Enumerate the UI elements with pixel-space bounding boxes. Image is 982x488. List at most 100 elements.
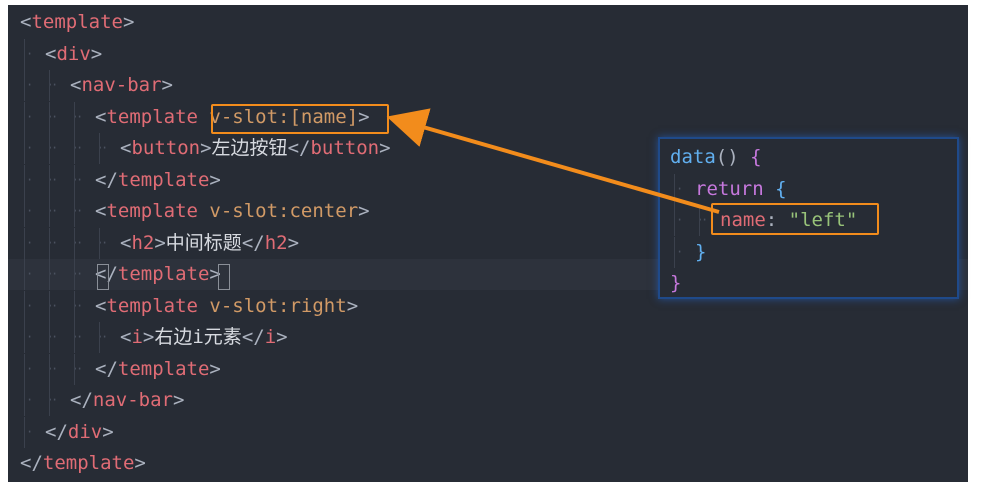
whitespace-marker: · · bbox=[26, 172, 57, 187]
code-token: nav-bar bbox=[81, 74, 162, 96]
code-token bbox=[198, 295, 209, 317]
code-token: () bbox=[715, 146, 751, 168]
whitespace-marker: · · bbox=[701, 213, 732, 227]
whitespace-marker: · · bbox=[76, 204, 107, 218]
code-text: <h2>中间标题</h2> bbox=[120, 228, 299, 259]
code-line[interactable]: · ·<div> bbox=[8, 38, 968, 70]
code-line[interactable]: · ·· ·· ·<template v-slot:center> bbox=[8, 196, 968, 227]
popup-code-line[interactable]: · ·· ·name: "left" bbox=[660, 205, 957, 236]
code-line[interactable]: · ·· ·· ·· ·<button>左边按钮</button> bbox=[8, 133, 968, 164]
code-token: nav-bar bbox=[92, 389, 173, 411]
indent-guide bbox=[74, 353, 75, 385]
whitespace-marker: · · bbox=[676, 244, 707, 259]
code-line[interactable]: <template> bbox=[8, 7, 968, 38]
indent-guide bbox=[99, 227, 100, 259]
whitespace-marker: · · bbox=[51, 361, 82, 376]
code-token: template bbox=[42, 452, 135, 474]
code-line[interactable]: · ·· ·</nav-bar> bbox=[8, 385, 968, 416]
code-token: button bbox=[131, 137, 201, 159]
code-token: </ bbox=[287, 137, 311, 159]
indent-guide bbox=[74, 259, 75, 290]
indent-guide bbox=[74, 164, 75, 196]
code-token: < bbox=[120, 326, 132, 348]
indent-guide bbox=[49, 385, 50, 416]
whitespace-marker: · · bbox=[76, 141, 107, 155]
code-token: v-slot:right bbox=[209, 294, 347, 317]
code-token: > bbox=[134, 452, 146, 474]
indent-guide bbox=[74, 133, 75, 164]
code-token: > bbox=[142, 326, 155, 348]
whitespace-marker: · · bbox=[51, 78, 82, 92]
code-token bbox=[198, 200, 209, 222]
code-token: </ bbox=[45, 420, 68, 443]
code-token: < bbox=[70, 74, 82, 96]
code-token: template bbox=[106, 105, 198, 128]
whitespace-marker: · · bbox=[26, 235, 57, 250]
code-token: > bbox=[209, 263, 221, 285]
whitespace-marker: · · bbox=[676, 213, 707, 227]
whitespace-marker: · · bbox=[51, 298, 82, 313]
code-line[interactable]: · ·· ·· ·· ·<i>右边i元素</i> bbox=[8, 322, 968, 353]
code-text: name: "left" bbox=[720, 205, 857, 236]
indent-guide bbox=[49, 164, 50, 196]
code-token: > bbox=[358, 105, 370, 128]
code-token: data bbox=[670, 146, 716, 168]
code-token bbox=[764, 178, 775, 200]
indent-guide bbox=[24, 70, 25, 101]
code-token: h2 bbox=[131, 231, 155, 254]
indent-guide bbox=[24, 353, 25, 385]
indent-guide bbox=[24, 101, 25, 133]
whitespace-marker: · · bbox=[51, 235, 82, 250]
code-line[interactable]: · ·· ·· ·<template v-slot:right> bbox=[8, 290, 968, 322]
code-line[interactable]: · ·</div> bbox=[8, 416, 968, 448]
code-token bbox=[198, 106, 209, 128]
indent-guide bbox=[24, 133, 25, 164]
code-token: < bbox=[120, 137, 132, 159]
code-token: { bbox=[750, 146, 762, 168]
indent-guide bbox=[24, 259, 25, 290]
code-line[interactable]: · ·· ·· ·<template v-slot:[name]> bbox=[8, 101, 968, 133]
code-token: > bbox=[209, 357, 221, 380]
code-token: > bbox=[287, 231, 300, 254]
code-token: > bbox=[122, 11, 135, 33]
indent-guide bbox=[74, 101, 75, 133]
whitespace-marker: · · bbox=[26, 141, 57, 155]
indent-guide bbox=[49, 101, 50, 133]
whitespace-marker: · · bbox=[26, 46, 57, 61]
code-token: v-slot:[name] bbox=[209, 105, 359, 128]
code-line[interactable]: · ·· ·· ·</template> bbox=[8, 353, 968, 385]
whitespace-marker: · · bbox=[26, 78, 57, 92]
code-text: </template> bbox=[95, 259, 221, 290]
popup-code-line[interactable]: · ·return { bbox=[660, 173, 957, 205]
whitespace-marker: · · bbox=[26, 267, 57, 281]
code-line[interactable]: · ·· ·· ·</template> bbox=[8, 164, 968, 196]
code-token: i bbox=[264, 326, 277, 348]
code-token: < bbox=[20, 11, 32, 33]
indent-guide bbox=[674, 173, 675, 205]
code-token: < bbox=[45, 42, 57, 65]
indent-guide bbox=[24, 322, 25, 353]
code-token: </ bbox=[95, 263, 118, 285]
popup-code-line[interactable]: data() { bbox=[660, 142, 957, 173]
code-text: <template v-slot:center> bbox=[95, 196, 370, 227]
indent-guide bbox=[24, 196, 25, 227]
code-token: 左边按钮 bbox=[211, 137, 288, 159]
code-token: 右边i元素 bbox=[154, 326, 242, 348]
code-token: name bbox=[720, 209, 766, 231]
whitespace-marker: · · bbox=[51, 172, 82, 187]
code-token: > bbox=[346, 294, 359, 317]
code-text: </template> bbox=[20, 448, 146, 479]
popup-code-line[interactable]: } bbox=[660, 268, 957, 299]
popup-code-line[interactable]: · ·} bbox=[660, 236, 957, 268]
code-line[interactable]: · ·· ·· ·· ·<h2>中间标题</h2> bbox=[8, 227, 968, 259]
code-line[interactable]: · ·· ·<nav-bar> bbox=[8, 70, 968, 101]
whitespace-marker: · · bbox=[26, 330, 57, 344]
code-token: div bbox=[67, 420, 103, 443]
code-token: template bbox=[106, 294, 198, 317]
code-token: </ bbox=[241, 326, 265, 348]
code-token: > bbox=[102, 420, 114, 443]
indent-guide bbox=[74, 322, 75, 353]
code-line[interactable]: </template> bbox=[8, 448, 968, 479]
code-token: > bbox=[90, 42, 103, 65]
code-token: v-slot:center bbox=[209, 200, 359, 222]
